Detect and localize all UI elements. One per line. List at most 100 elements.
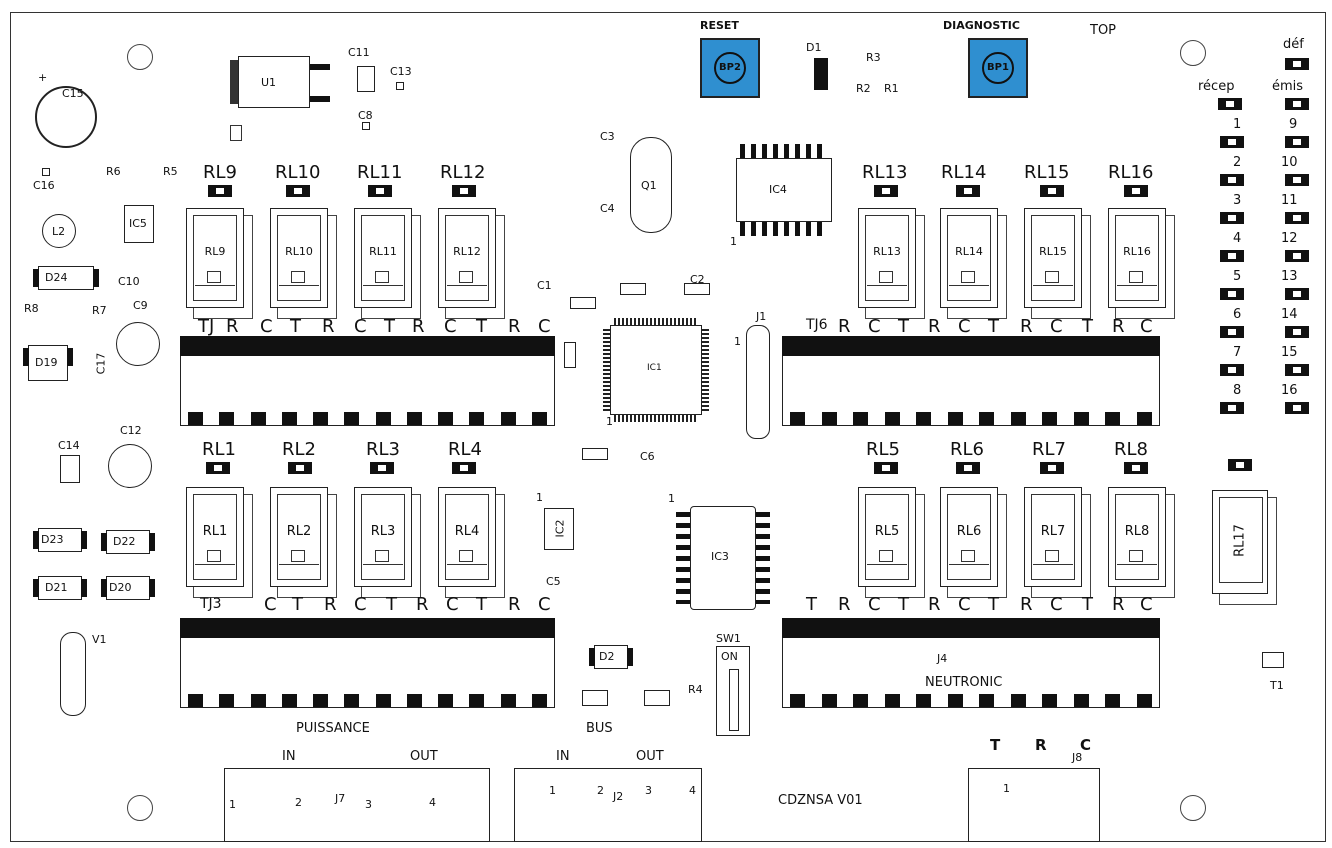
terminal-pad bbox=[1136, 694, 1152, 707]
trc-letter: R bbox=[322, 316, 335, 337]
channel-led bbox=[1220, 364, 1244, 376]
r7-label: R7 bbox=[92, 304, 107, 317]
led-number: 1 bbox=[1233, 117, 1242, 132]
ic1-pins-left bbox=[603, 329, 610, 411]
c15-capacitor bbox=[35, 86, 97, 148]
terminal-pad bbox=[500, 412, 516, 425]
reset-button[interactable]: BP2 bbox=[700, 38, 760, 98]
trc-letter: C bbox=[538, 316, 551, 337]
trc-letter: R bbox=[838, 594, 851, 615]
relay-label: RL12 bbox=[440, 162, 486, 183]
c12-label: C12 bbox=[120, 424, 142, 437]
t1-pad bbox=[1262, 652, 1284, 668]
j8-label: J8 bbox=[1072, 751, 1083, 764]
trc-letter: T bbox=[476, 316, 487, 337]
relay-led bbox=[452, 462, 476, 474]
terminal-pad bbox=[1042, 412, 1057, 425]
trc-letter: C bbox=[1140, 594, 1153, 615]
terminal-pad bbox=[438, 412, 453, 425]
terminal-pad bbox=[219, 412, 235, 425]
terminal-pad bbox=[406, 694, 422, 707]
terminal-pad bbox=[313, 412, 328, 425]
terminal-pad bbox=[344, 412, 360, 425]
relay-rl16: RL16 bbox=[1108, 208, 1175, 319]
trc-letter: T bbox=[292, 594, 303, 615]
trc-letter: C bbox=[958, 594, 971, 615]
trc-letter: R bbox=[412, 316, 425, 337]
j4-label: J4 bbox=[937, 652, 948, 665]
rp3-pad bbox=[570, 297, 596, 309]
terminal-pad bbox=[313, 694, 328, 707]
d21-diode: D21 bbox=[33, 576, 87, 600]
c16-label: C16 bbox=[33, 179, 55, 192]
relay-led bbox=[956, 462, 980, 474]
relay-rl13: RL13 bbox=[858, 208, 925, 319]
trc-letter: R bbox=[928, 594, 941, 615]
rp2-pad bbox=[620, 283, 646, 295]
sw1-switch[interactable]: ON bbox=[716, 646, 750, 736]
terminal-pad bbox=[406, 412, 422, 425]
jumper bbox=[644, 690, 670, 706]
c6-label: C6 bbox=[640, 450, 655, 463]
terminal-block bbox=[782, 356, 1160, 426]
terminal-pad bbox=[1105, 694, 1120, 707]
trc-letter: C bbox=[868, 316, 881, 337]
trc-letter: C bbox=[1050, 316, 1063, 337]
terminal-pad bbox=[188, 412, 203, 425]
relay-rl6: RL6 bbox=[940, 487, 1007, 598]
recep-led bbox=[1218, 98, 1242, 110]
c5-label: C5 bbox=[546, 575, 561, 588]
diagnostic-label: DIAGNOSTIC bbox=[943, 19, 1020, 32]
relay-led bbox=[956, 185, 980, 197]
diagnostic-button[interactable]: BP1 bbox=[968, 38, 1028, 98]
trc-letter: R bbox=[508, 316, 521, 337]
c17-label: C17 bbox=[94, 352, 108, 375]
relay-label: RL11 bbox=[357, 162, 403, 183]
channel-led bbox=[1285, 136, 1309, 148]
c8-label: C8 bbox=[358, 109, 373, 122]
relay-label: RL1 bbox=[202, 439, 236, 460]
ic1-microcontroller: IC1 bbox=[610, 325, 702, 415]
terminal-pad bbox=[853, 694, 868, 707]
ic5-chip: IC5 bbox=[124, 205, 154, 243]
terminal-pad bbox=[821, 694, 837, 707]
terminal-pad bbox=[1042, 694, 1057, 707]
terminal-pad bbox=[884, 694, 900, 707]
puissance-label: PUISSANCE bbox=[296, 721, 370, 736]
trc-letter: T bbox=[990, 736, 1001, 754]
relay-rl1: RL1 bbox=[186, 487, 253, 598]
d19-diode: D19 bbox=[23, 345, 73, 381]
relay-rl11: RL11 bbox=[354, 208, 421, 319]
trc-letter: C bbox=[260, 316, 273, 337]
ic3-chip: IC3 bbox=[690, 506, 756, 610]
terminal-pad bbox=[1136, 412, 1152, 425]
ic4-pins-bottom bbox=[740, 222, 828, 236]
relay-rl3: RL3 bbox=[354, 487, 421, 598]
trc-letter: C bbox=[354, 594, 367, 615]
led-number: 7 bbox=[1233, 345, 1242, 360]
d24-diode: D24 bbox=[33, 266, 99, 290]
trc-letter: C bbox=[264, 594, 277, 615]
terminal-pad bbox=[979, 412, 994, 425]
relay-led bbox=[208, 185, 232, 197]
relay-label: RL15 bbox=[1024, 162, 1070, 183]
sw1-label: SW1 bbox=[716, 632, 741, 645]
terminal-pad bbox=[916, 694, 931, 707]
r6-label: R6 bbox=[106, 165, 121, 178]
terminal-pad bbox=[250, 694, 266, 707]
terminal-pad bbox=[884, 412, 900, 425]
channel-led bbox=[1285, 288, 1309, 300]
relay-led bbox=[1124, 185, 1148, 197]
trc-letter: R bbox=[1020, 594, 1033, 615]
rp4-pad bbox=[564, 342, 576, 368]
trc-letter: R bbox=[1020, 316, 1033, 337]
d1-label: D1 bbox=[806, 41, 822, 54]
mounting-hole bbox=[127, 44, 153, 70]
relay-rl5: RL5 bbox=[858, 487, 925, 598]
terminal-pad bbox=[281, 412, 297, 425]
c14-label: C14 bbox=[58, 439, 80, 452]
def-led bbox=[1285, 58, 1309, 70]
out-label: OUT bbox=[636, 749, 664, 764]
r3-label: R3 bbox=[866, 51, 881, 64]
terminal-strip bbox=[180, 618, 555, 638]
